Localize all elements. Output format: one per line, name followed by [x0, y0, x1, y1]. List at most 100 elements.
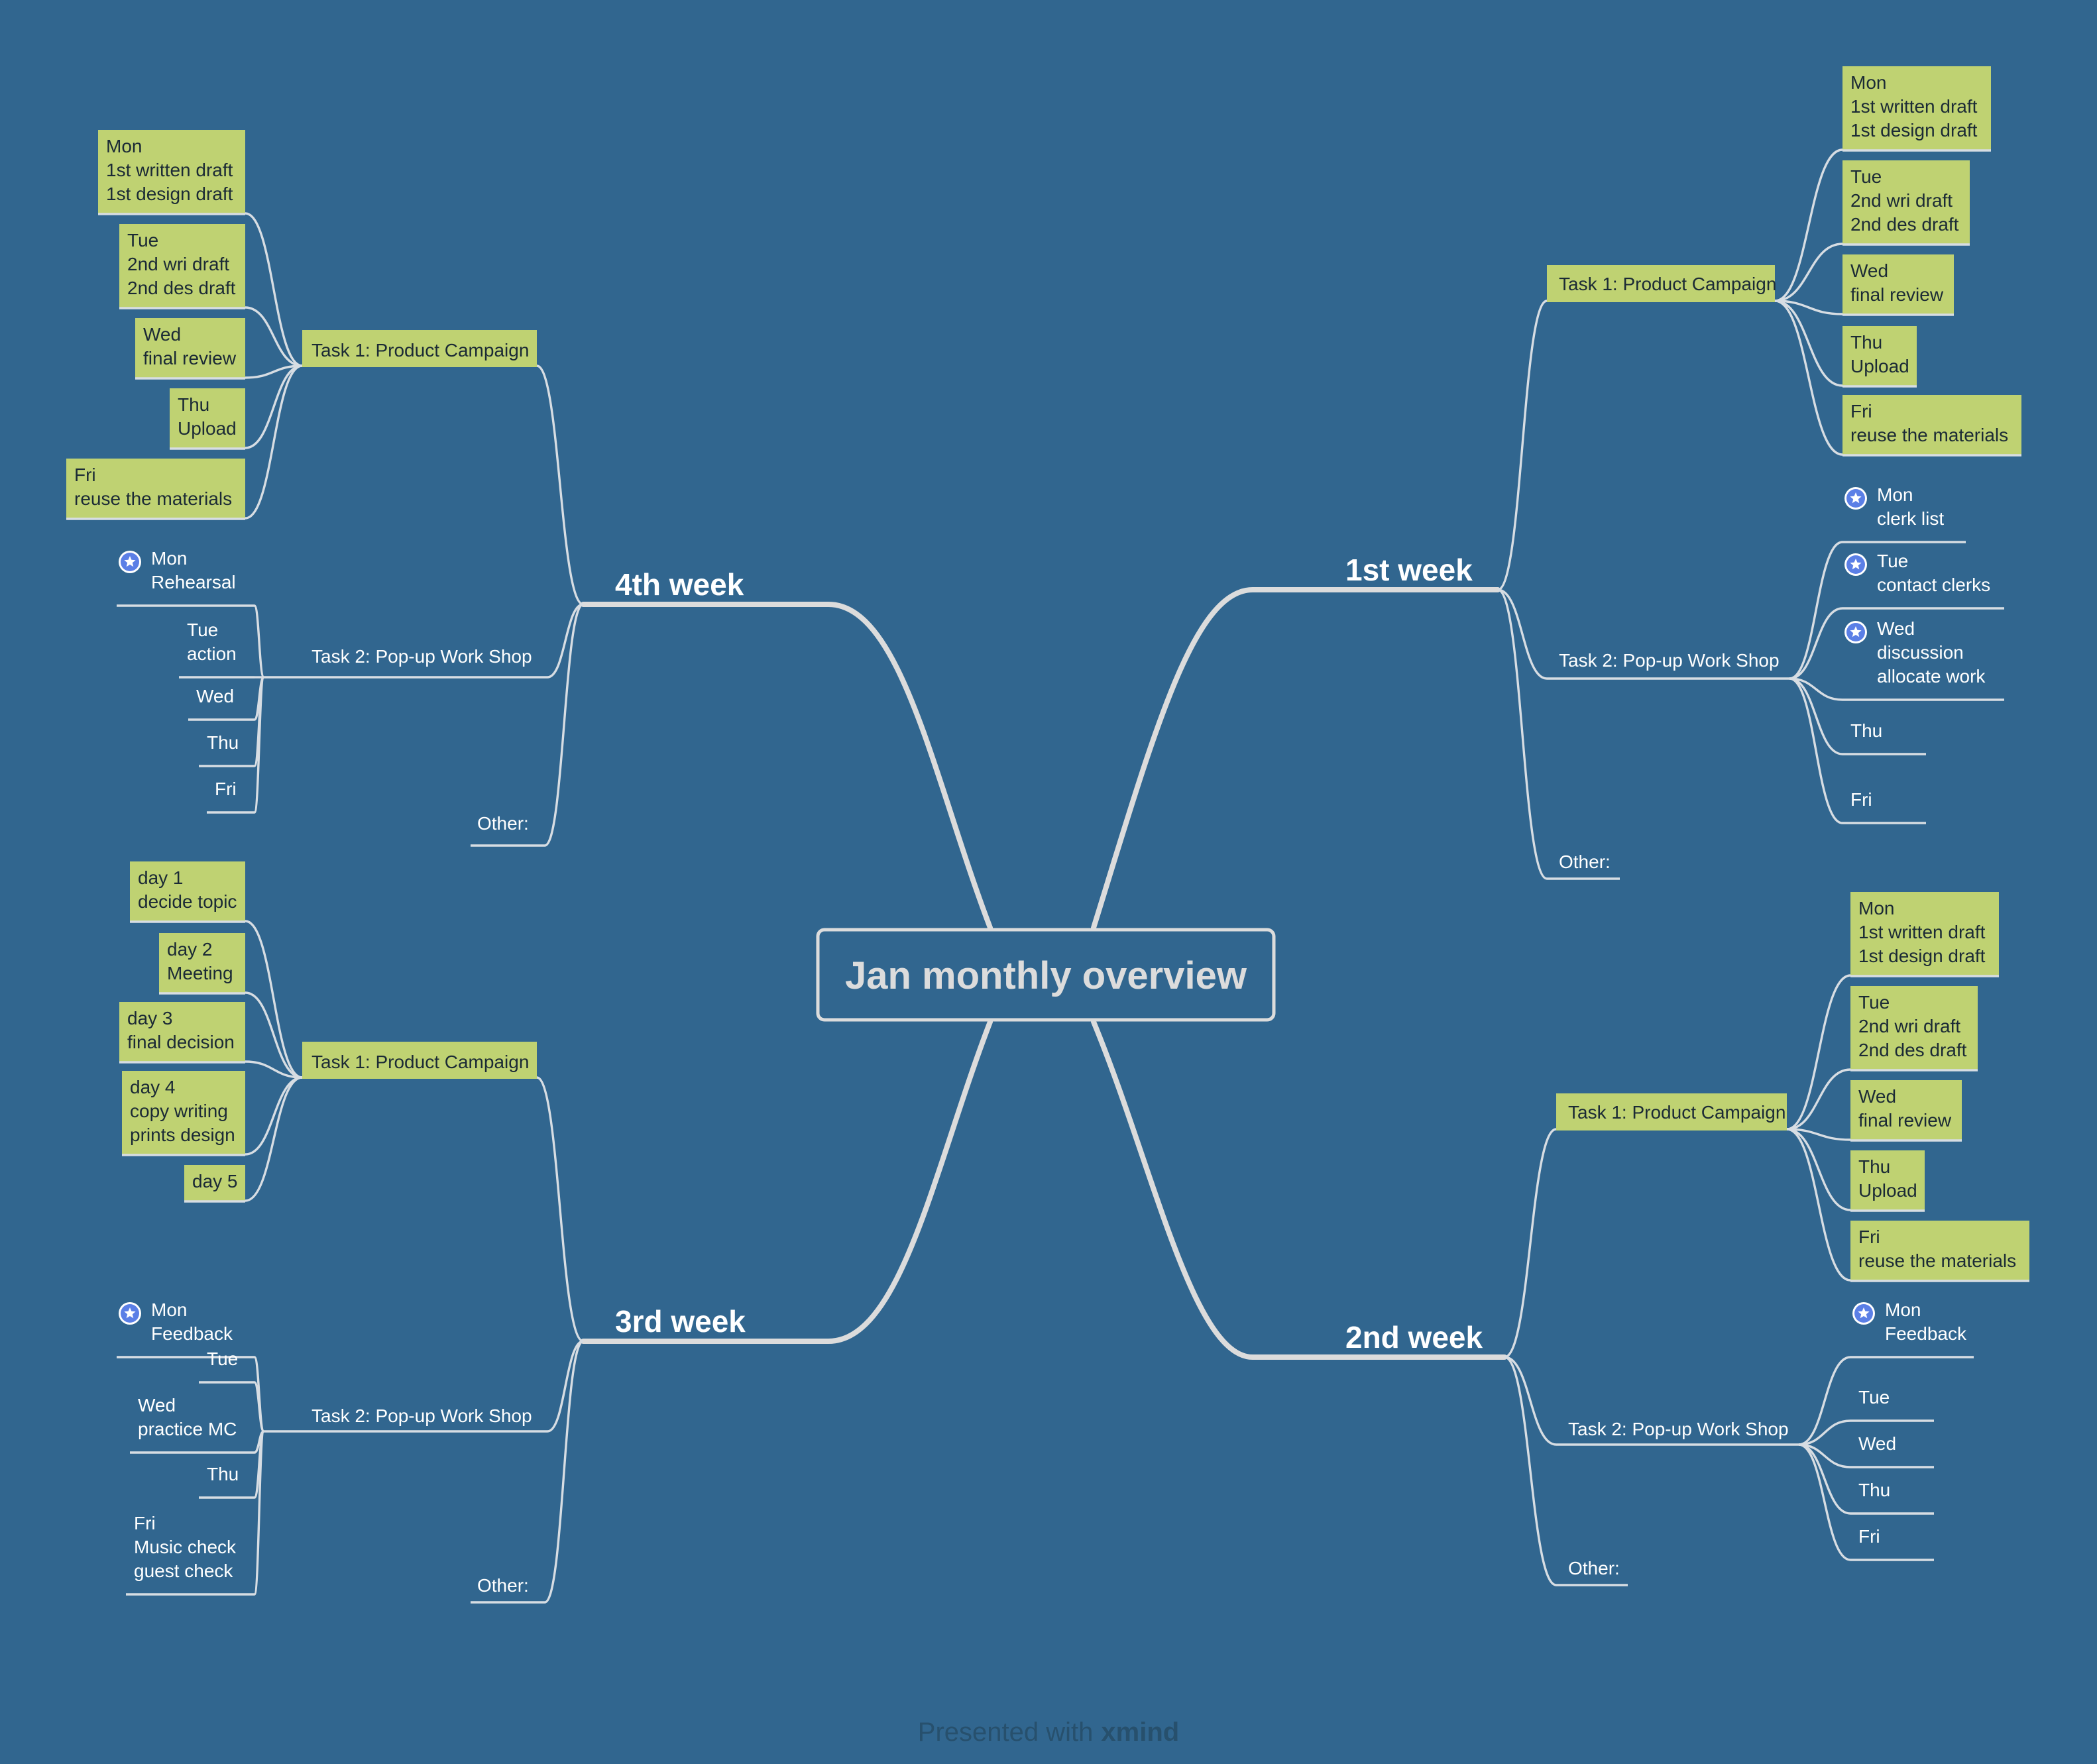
label-line: 1st written draft: [1850, 96, 1978, 117]
label-line: practice MC: [138, 1419, 237, 1439]
task1-node[interactable]: Task 1: Product Campaign: [302, 330, 537, 367]
task1-node[interactable]: Task 1: Product Campaign: [1547, 265, 1776, 302]
label-line: Music check: [134, 1537, 237, 1557]
other-node[interactable]: Other:: [471, 1575, 545, 1604]
subtopic-connector: [1774, 300, 1843, 387]
label-line: 2nd wri draft: [1850, 190, 1953, 211]
week-title: 2nd week: [1345, 1320, 1483, 1354]
task2-node[interactable]: Task 2: Pop-up Work Shop: [1547, 650, 1789, 680]
label-line: 2nd des draft: [1858, 1040, 1967, 1060]
task1-label: Task 1: Product Campaign: [1568, 1102, 1785, 1123]
label-line: Upload: [1858, 1180, 1917, 1201]
task1-node[interactable]: Task 1: Product Campaign: [302, 1042, 537, 1079]
xmind-logo-text: xmind: [1101, 1718, 1179, 1747]
subtopic-connector: [1786, 1128, 1851, 1282]
task2-subtopic[interactable]: Thu: [199, 1464, 255, 1499]
label-line: Tue: [1858, 992, 1890, 1013]
label-line: Thu: [1850, 332, 1882, 353]
task1-label: Task 1: Product Campaign: [312, 340, 529, 360]
task2-node[interactable]: Task 2: Pop-up Work Shop: [264, 1406, 547, 1433]
week-title: 3rd week: [615, 1304, 746, 1339]
task2-connector: [1497, 588, 1548, 680]
label-line: Thu: [1858, 1480, 1890, 1500]
task1-subtopic[interactable]: day 5: [184, 1165, 245, 1203]
task2-node[interactable]: Task 2: Pop-up Work Shop: [264, 646, 547, 679]
task2-subtopic[interactable]: Thu: [199, 732, 255, 767]
label-line: Rehearsal: [151, 572, 236, 592]
subtopic-label: Wed: [196, 686, 234, 706]
task2-node[interactable]: Task 2: Pop-up Work Shop: [1556, 1419, 1799, 1446]
task2-subtopic[interactable]: Fri: [207, 779, 255, 814]
subtopic-connector: [1798, 1443, 1851, 1561]
task2-subtopic[interactable]: Fri: [1842, 789, 1926, 824]
label-line: Fri: [134, 1513, 156, 1533]
week-title: 1st week: [1345, 553, 1473, 587]
task2-subtopic[interactable]: Wed: [188, 686, 255, 721]
task2-subtopic[interactable]: Wed: [1850, 1433, 1934, 1468]
task2-label: Task 2: Pop-up Work Shop: [312, 646, 532, 667]
other-node[interactable]: Other:: [1556, 1558, 1628, 1586]
label-line: guest check: [134, 1561, 233, 1581]
subtopic-connector: [245, 364, 303, 449]
label-line: Tue: [1877, 551, 1908, 571]
label-line: day 2: [167, 939, 213, 960]
task1-node[interactable]: Task 1: Product Campaign: [1556, 1093, 1787, 1130]
task2-subtopic[interactable]: Fri: [1850, 1526, 1934, 1561]
task2-subtopic[interactable]: Thu: [1842, 720, 1926, 755]
subtopic-connector: [1789, 677, 1843, 701]
task2-subtopic[interactable]: Thu: [1850, 1480, 1934, 1515]
subtopic-connector: [245, 1076, 303, 1202]
task2-subtopic[interactable]: Tue: [1850, 1387, 1934, 1422]
central-topic[interactable]: Jan monthly overview: [816, 928, 1276, 1022]
task1-connector: [1497, 300, 1548, 591]
other-node[interactable]: Other:: [471, 813, 545, 847]
task2-subtopic[interactable]: Tue: [199, 1349, 255, 1384]
subtopic-connector: [245, 920, 303, 1079]
main-branch-line: [1091, 1019, 1507, 1360]
label-line: Tue: [207, 1349, 238, 1369]
subtopic-label: Fri: [1850, 789, 1872, 810]
label-line: Wed: [1858, 1433, 1896, 1454]
other-node[interactable]: Other:: [1547, 852, 1620, 880]
label-line: 1st design draft: [106, 184, 233, 204]
